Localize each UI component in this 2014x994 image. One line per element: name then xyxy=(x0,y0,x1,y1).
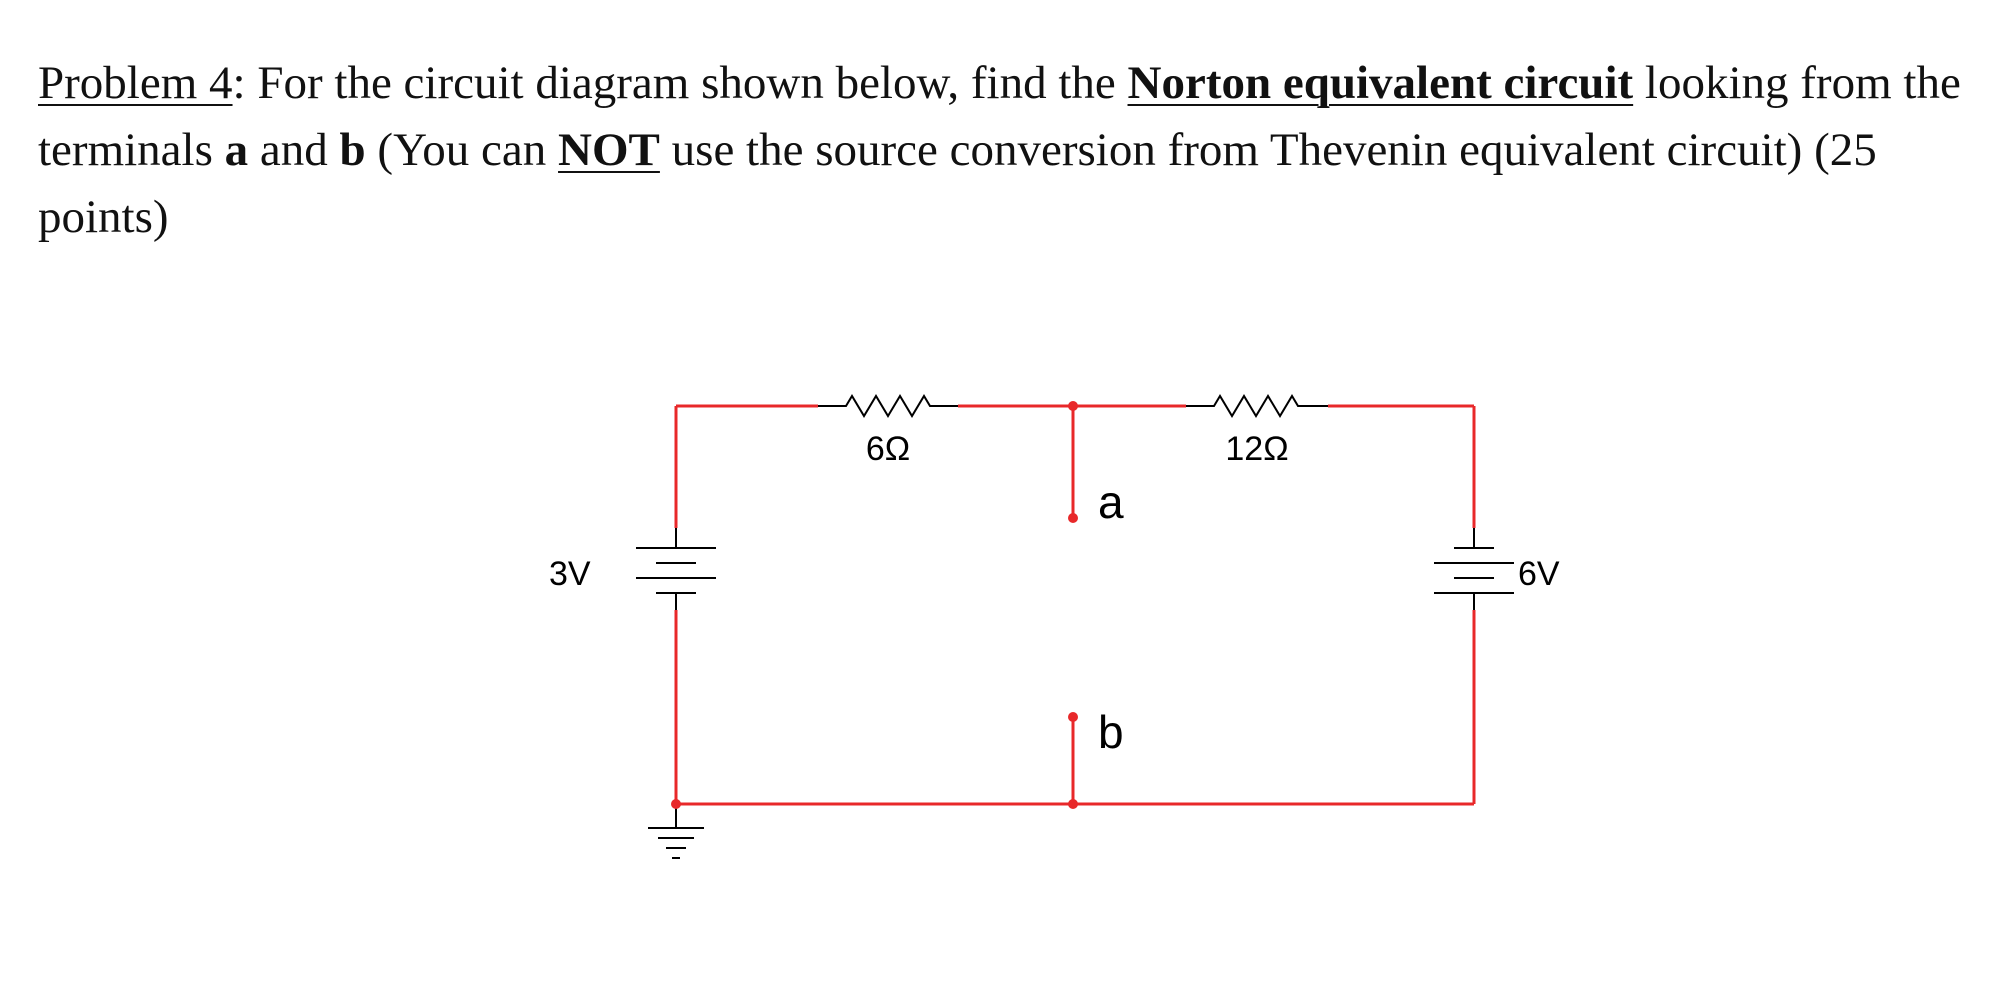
term-b-text: b xyxy=(339,124,366,176)
norton-phrase: Norton equivalent circuit xyxy=(1127,57,1634,109)
resistor-right-zigzag xyxy=(1186,394,1328,418)
source-left-label: 3V xyxy=(549,555,591,593)
source-right-label: 6V xyxy=(1518,555,1560,593)
junction-bottom-b xyxy=(1068,799,1078,809)
problem-intro: : For the circuit diagram shown below, f… xyxy=(232,57,1128,109)
ground-symbol xyxy=(648,804,704,859)
terminal-b-dot xyxy=(1068,712,1078,722)
problem-tail: use the source conversion from Thevenin … xyxy=(38,124,1877,243)
battery-left-symbol xyxy=(636,528,716,610)
terminal-b-label: b xyxy=(1098,706,1124,758)
problem-label: Problem 4 xyxy=(38,57,233,109)
term-a-text: a xyxy=(224,124,249,176)
resistor-left-zigzag xyxy=(818,394,958,418)
problem-statement: Problem 4: For the circuit diagram shown… xyxy=(38,50,1988,251)
problem-mid3: (You can xyxy=(365,124,559,176)
resistor-left-label: 6Ω xyxy=(866,430,910,468)
problem-mid2: and xyxy=(248,124,340,176)
problem-mid1: looking from the terminals xyxy=(38,57,1961,176)
junction-bottom-left xyxy=(671,799,681,809)
terminal-a-dot xyxy=(1068,513,1078,523)
junction-top-a xyxy=(1068,401,1078,411)
battery-right-symbol xyxy=(1434,528,1514,610)
resistor-right-label: 12Ω xyxy=(1225,430,1288,468)
terminal-a-label: a xyxy=(1098,476,1124,528)
wires xyxy=(674,404,1476,806)
not-word: NOT xyxy=(558,124,660,176)
